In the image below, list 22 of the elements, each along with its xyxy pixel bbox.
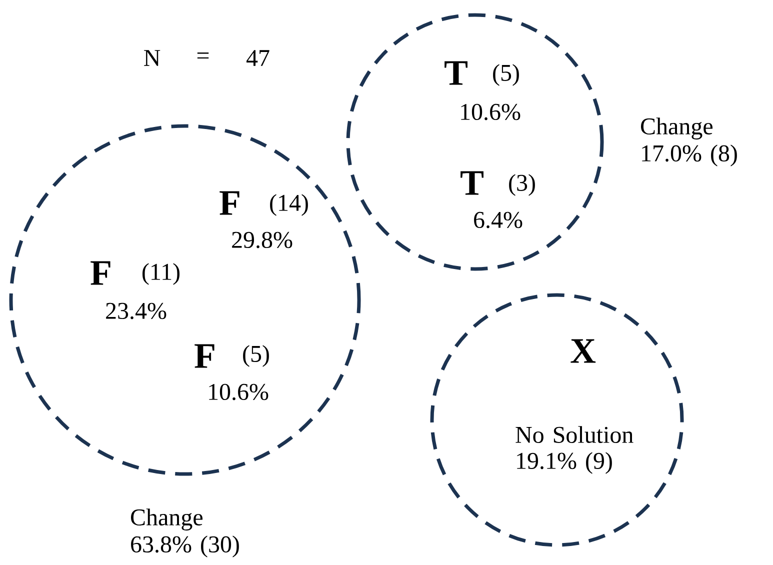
count-label: 23.4% [106,302,166,320]
count-label: (14) [270,194,308,216]
sample-size-label: = [197,52,209,58]
count-label: (5) [243,345,269,367]
node-label: Change 17.0% (8) [641,118,737,166]
bold-letter: F [220,191,240,215]
bold-letter: F [194,344,214,368]
sample-size-label: N [144,50,160,66]
sample-size-label: 47 [246,50,270,66]
count-label: 10.6% [461,104,520,120]
count-label: (3) [509,174,535,196]
count-label: (11) [142,263,180,285]
result-text: No Solution 19.1% (9) [516,426,634,474]
bold-letter: F [90,261,110,285]
count-label: (5) [493,64,519,86]
node-label: Change 63.8% (30) [131,508,239,558]
count-label: 10.6% [209,384,268,400]
bold-letter: T [444,61,468,85]
count-label: 6.4% [474,212,522,228]
bold-letter: T [460,171,484,195]
count-label: 29.8% [232,232,292,248]
bold-letter: X [570,339,596,363]
